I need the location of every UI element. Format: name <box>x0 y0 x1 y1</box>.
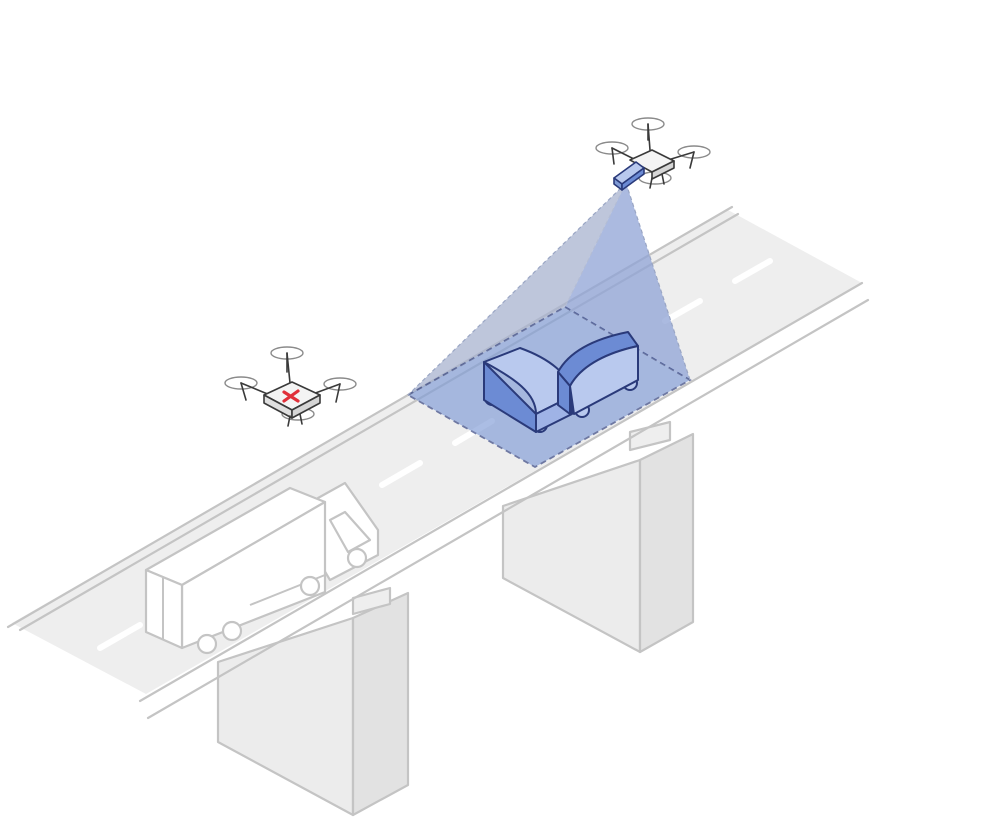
medical-cross-icon <box>282 389 300 403</box>
road-deck <box>6 205 870 720</box>
collided-cars <box>483 331 639 433</box>
scan-cone-right <box>565 183 690 380</box>
pillar-back-right <box>501 420 695 654</box>
medical-delivery-drone <box>224 346 357 427</box>
box-truck <box>144 481 380 655</box>
camera-icon <box>613 161 645 191</box>
surveillance-camera-drone <box>595 117 711 191</box>
pillar-front-left <box>216 586 410 817</box>
scan-cone-left <box>408 183 626 395</box>
bridge-pillars <box>216 420 695 817</box>
